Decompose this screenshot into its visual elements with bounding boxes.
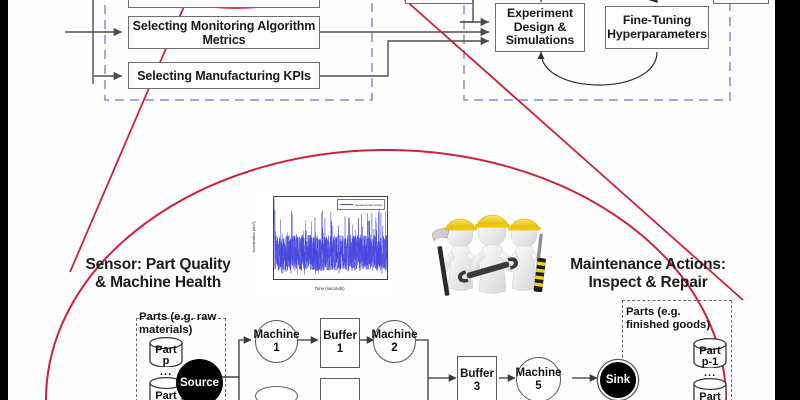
- process-box-fine-tuning[interactable]: Fine-Tuning Hyperparameters: [605, 6, 709, 49]
- parts-input-ellipsis: ...: [160, 366, 173, 378]
- figure-canvas: Selecting Prior Knowledge Selecting Moni…: [8, 0, 775, 400]
- worker-left: [431, 218, 481, 296]
- buffer-1-node[interactable]: Buffer 1: [320, 318, 360, 368]
- buffer-3-label: Buffer: [460, 368, 494, 381]
- parts-input-title-line1: Parts (e.g. raw: [139, 311, 217, 323]
- chart-signal-path: [274, 198, 387, 275]
- part-p-line1: Part: [155, 344, 177, 356]
- parts-output-title-line1: Parts (e.g.: [626, 306, 681, 318]
- part-cylinder-last-out-text: Part: [692, 378, 728, 400]
- part-pm1-line2: p-1: [701, 356, 719, 368]
- buffer-1-label: Buffer: [323, 330, 357, 343]
- callout-label-maintenance-line2: Inspect & Repair: [588, 274, 708, 292]
- part-p-line2: p: [162, 355, 170, 367]
- machine-1-number: 1: [273, 341, 280, 354]
- source-node[interactable]: Source: [176, 359, 223, 400]
- callout-label-sensor: Sensor: Part Quality & Machine Health: [63, 256, 253, 293]
- part-out-line1: Part: [699, 390, 721, 400]
- part-cylinder-last-in-text: Part: [148, 377, 184, 400]
- parts-input-group-label: Parts (e.g. raw materials): [139, 311, 235, 336]
- buffer-1-number: 1: [336, 343, 344, 355]
- chart-y-axis-label: Acceleration (m/s²): [252, 221, 256, 253]
- machine-1-node[interactable]: Machine 1: [253, 320, 300, 363]
- process-box-prior-knowledge[interactable]: Selecting Prior Knowledge: [128, 0, 320, 8]
- process-box-top-partial[interactable]: [405, 0, 473, 4]
- part-cylinder-p-minus-1: Part p-1: [692, 337, 728, 369]
- machine-2-node[interactable]: Machine 2: [371, 320, 418, 363]
- chart-x-axis-label: Time (seconds): [314, 286, 345, 291]
- maintenance-workers-illustration: [426, 192, 558, 300]
- parts-input-title-line2: materials): [139, 323, 193, 336]
- sink-node[interactable]: Sink: [598, 360, 638, 400]
- chart-legend-label: Accelerometer (m/s²): [355, 202, 382, 207]
- parts-output-ellipsis: ...: [704, 367, 717, 379]
- buffer-3-node[interactable]: Buffer 3: [457, 356, 497, 400]
- chart-legend: Accelerometer (m/s²): [337, 199, 385, 210]
- part-pm1-line1: Part: [699, 345, 721, 357]
- buffer-2-node-partial[interactable]: [320, 378, 360, 400]
- callout-label-maintenance: Maintenance Actions: Inspect & Repair: [548, 256, 748, 293]
- process-box-manufacturing-kpis[interactable]: Selecting Manufacturing KPIs: [128, 62, 320, 89]
- screwdriver-icon: [533, 233, 546, 293]
- machine-5-number: 5: [535, 379, 542, 392]
- callout-label-sensor-line1: Sensor: Part Quality: [85, 256, 231, 273]
- part-cylinder-last-in: Part: [148, 376, 184, 400]
- worker-center: [457, 215, 519, 294]
- part-cylinder-last-out: Part: [692, 377, 728, 400]
- process-box-top-partial-right[interactable]: [713, 0, 769, 4]
- buffer-3-number: 3: [473, 381, 481, 393]
- machine-5-node[interactable]: Machine 5: [515, 357, 562, 400]
- part-cylinder-p-minus-1-text: Part p-1: [692, 338, 728, 372]
- machine-5-label: Machine: [515, 366, 562, 379]
- parts-output-group-label: Parts (e.g. finished goods): [626, 306, 738, 331]
- accelerometer-signal-chart: Acceleration (m/s²) Accelerometer (m/s²)…: [252, 191, 396, 299]
- chart-plot-area: Accelerometer (m/s²) -505101520010203040…: [273, 196, 388, 280]
- wrench-icon: [457, 257, 519, 283]
- process-box-experiment-design[interactable]: Experiment Design & Simulations: [495, 3, 585, 52]
- part-cylinder-p-text: Part p: [148, 337, 184, 371]
- process-box-monitoring-metrics[interactable]: Selecting Monitoring Algorithm Metrics: [128, 16, 320, 49]
- part-in-line1: Part: [155, 389, 177, 400]
- hammer-icon: [431, 228, 450, 296]
- worker-right: [505, 218, 546, 293]
- callout-label-sensor-line2: & Machine Health: [95, 274, 221, 292]
- callout-label-maintenance-line1: Maintenance Actions:: [570, 256, 726, 273]
- part-cylinder-p: Part p: [148, 336, 184, 368]
- machine-2-number: 2: [391, 341, 398, 354]
- machine-2-label: Machine: [371, 328, 418, 341]
- machine-3-node-partial[interactable]: [255, 386, 298, 400]
- machine-1-label: Machine: [253, 328, 300, 341]
- chart-legend-swatch: [340, 204, 354, 205]
- parts-output-group: [622, 300, 732, 400]
- parts-output-title-line2: finished goods): [626, 318, 711, 331]
